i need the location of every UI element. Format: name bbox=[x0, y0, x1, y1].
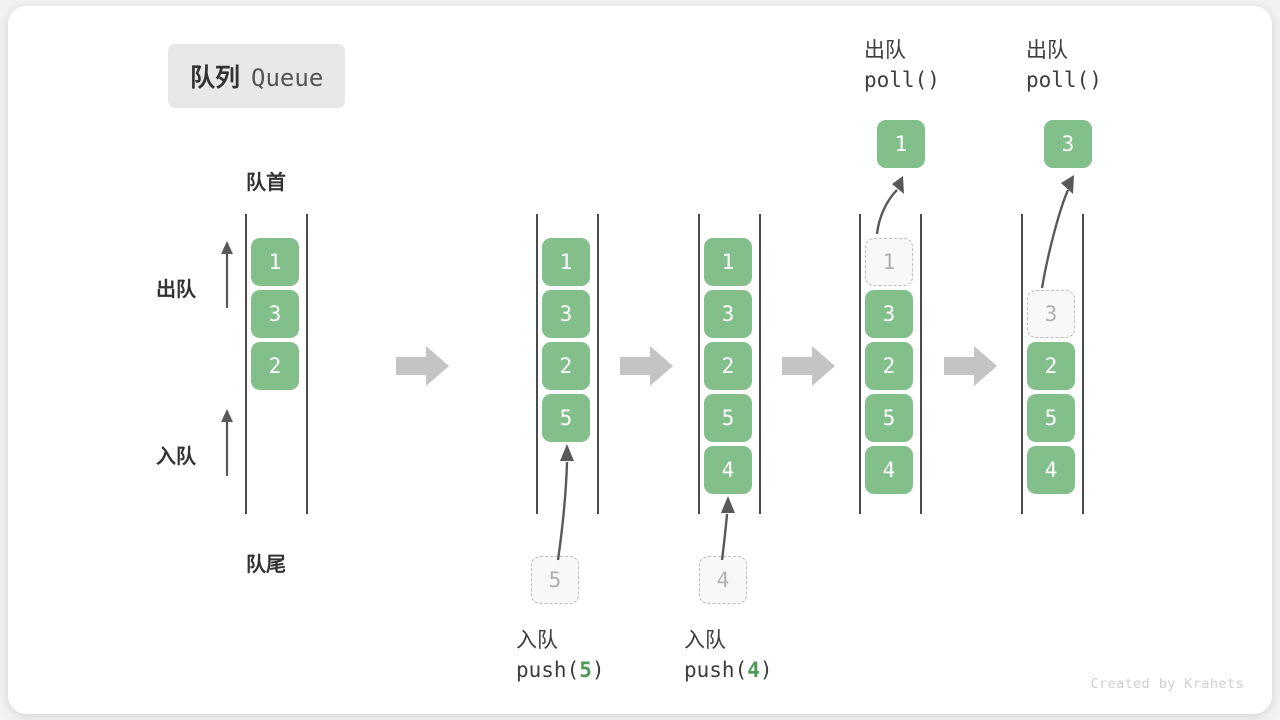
title-chinese: 队列 bbox=[190, 63, 241, 92]
push-5-caption-cn: 入队 bbox=[516, 628, 558, 652]
queue-rail-right-1 bbox=[306, 214, 308, 514]
queue-rail-left-1 bbox=[245, 214, 247, 514]
step-arrow-icon bbox=[782, 344, 836, 388]
queue-cell: 2 bbox=[865, 342, 913, 390]
queue-cell: 3 bbox=[704, 290, 752, 338]
queue-cell: 3 bbox=[251, 290, 299, 338]
enqueue-direction-label: 入队 bbox=[156, 444, 196, 468]
push-4-caption-arg: 4 bbox=[747, 657, 760, 682]
queue-cell: 2 bbox=[1027, 342, 1075, 390]
poll-motion-arrow-icon bbox=[1026, 172, 1086, 290]
queue-rail-left-4 bbox=[859, 214, 861, 514]
queue-cell: 1 bbox=[542, 238, 590, 286]
poll-1-caption: 出队 poll() bbox=[864, 36, 940, 96]
push-motion-arrow-icon bbox=[700, 488, 750, 562]
push-4-caption-cn: 入队 bbox=[684, 628, 726, 652]
queue-cell: 1 bbox=[704, 238, 752, 286]
incoming-ghost-cell: 4 bbox=[699, 556, 747, 604]
queue-cell: 5 bbox=[865, 394, 913, 442]
queue-cell: 5 bbox=[1027, 394, 1075, 442]
diagram-canvas: 队列 Queue 队首 队尾 出队 入队 1 3 2 1 3 2 5 5 bbox=[8, 6, 1272, 714]
queue-cell: 2 bbox=[704, 342, 752, 390]
queue-cell-removed: 3 bbox=[1027, 290, 1075, 338]
diagram-title-badge: 队列 Queue bbox=[168, 44, 346, 108]
title-english: Queue bbox=[251, 64, 324, 92]
push-4-caption: 入队 push(4) bbox=[684, 626, 773, 686]
queue-cell: 1 bbox=[251, 238, 299, 286]
dequeue-direction-label: 出队 bbox=[156, 277, 196, 301]
poll-1-caption-cn: 出队 bbox=[864, 38, 906, 62]
queue-cell: 2 bbox=[251, 342, 299, 390]
queue-cell: 4 bbox=[1027, 446, 1075, 494]
enqueue-direction-arrow-icon bbox=[218, 406, 236, 478]
queue-rail-right-4 bbox=[920, 214, 922, 514]
queue-cell: 3 bbox=[542, 290, 590, 338]
queue-tail-label: 队尾 bbox=[246, 552, 286, 576]
poll-2-caption-cn: 出队 bbox=[1026, 38, 1068, 62]
incoming-ghost-cell: 5 bbox=[531, 556, 579, 604]
queue-rail-left-3 bbox=[698, 214, 700, 514]
queue-rail-left-5 bbox=[1021, 214, 1023, 514]
queue-cell: 4 bbox=[704, 446, 752, 494]
queue-rail-right-5 bbox=[1082, 214, 1084, 514]
queue-cell: 4 bbox=[865, 446, 913, 494]
popped-cell: 3 bbox=[1044, 120, 1092, 168]
step-arrow-icon bbox=[944, 344, 998, 388]
push-5-caption: 入队 push(5) bbox=[516, 626, 605, 686]
queue-cell: 5 bbox=[704, 394, 752, 442]
push-5-caption-close: ) bbox=[591, 657, 605, 682]
poll-1-caption-fn: poll() bbox=[864, 67, 940, 92]
push-5-caption-arg: 5 bbox=[579, 657, 592, 682]
push-4-caption-fn: push( bbox=[684, 657, 748, 682]
queue-rail-left-2 bbox=[536, 214, 538, 514]
credit-text: Created by Krahets bbox=[1090, 676, 1244, 692]
poll-motion-arrow-icon bbox=[863, 172, 917, 236]
queue-rail-right-3 bbox=[759, 214, 761, 514]
queue-rail-right-2 bbox=[597, 214, 599, 514]
step-arrow-icon bbox=[396, 344, 450, 388]
queue-cell-removed: 1 bbox=[865, 238, 913, 286]
push-4-caption-close: ) bbox=[759, 657, 773, 682]
queue-cell: 2 bbox=[542, 342, 590, 390]
dequeue-direction-arrow-icon bbox=[218, 238, 236, 310]
step-arrow-icon bbox=[620, 344, 674, 388]
queue-cell: 5 bbox=[542, 394, 590, 442]
poll-2-caption-fn: poll() bbox=[1026, 67, 1102, 92]
poll-2-caption: 出队 poll() bbox=[1026, 36, 1102, 96]
popped-cell: 1 bbox=[877, 120, 925, 168]
queue-head-label: 队首 bbox=[246, 170, 286, 194]
push-motion-arrow-icon bbox=[528, 436, 588, 562]
push-5-caption-fn: push( bbox=[516, 657, 580, 682]
queue-cell: 3 bbox=[865, 290, 913, 338]
